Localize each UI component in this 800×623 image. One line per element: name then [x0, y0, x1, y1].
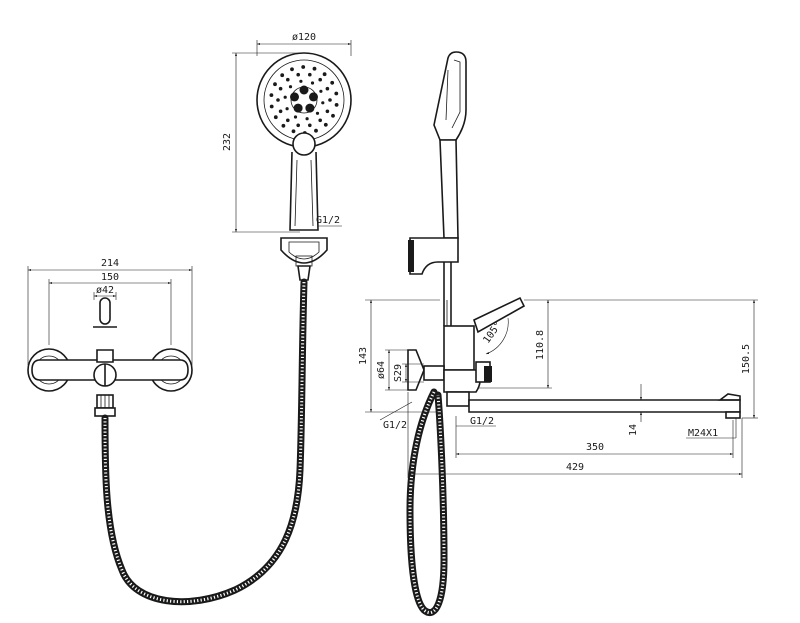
nozzle-dot [276, 98, 280, 102]
nozzle-dot [273, 115, 278, 120]
nozzle-dot [323, 122, 328, 127]
nozzle-dot [319, 89, 323, 93]
nozzle-dot [318, 118, 323, 123]
nozzle-dot [286, 118, 290, 123]
nozzle-dot [285, 107, 289, 111]
mixer-front-view: 214 150 ø42 [27, 258, 193, 417]
nozzle-dot [280, 73, 285, 78]
nozzle-dot [314, 128, 318, 133]
mixer-side-view: 143 ø64 S29 G1/2 G1/2 105° 110.8 150.5 [358, 51, 758, 616]
dim-thread-s29: S29 [393, 364, 404, 382]
nozzle-dot [299, 79, 303, 83]
nozzle-dot [308, 123, 312, 128]
nozzle-dot [269, 93, 274, 97]
spray-nozzles [269, 65, 339, 135]
dim-body-width: 214 [101, 258, 119, 269]
dim-height-143: 143 [358, 347, 369, 365]
nozzle-dot [334, 103, 339, 107]
nozzle-dot [301, 65, 306, 69]
nozzle-dot [331, 113, 335, 118]
mode-selector [292, 132, 316, 156]
nozzle-dot [308, 72, 312, 77]
nozzle-dot [283, 95, 287, 99]
side-holder [409, 237, 459, 275]
nozzle-dot [325, 86, 330, 91]
dim-inlet-thread-left: G1/2 [383, 420, 407, 431]
side-flange [407, 349, 425, 391]
side-mixer-body [443, 325, 475, 371]
side-shower-handle [439, 139, 459, 239]
dim-inlet-thread-right: G1/2 [470, 416, 494, 427]
dim-shower-length: 232 [222, 133, 233, 151]
side-lever [473, 296, 526, 334]
nozzle-dot [286, 77, 290, 82]
dim-head-diameter: ø120 [292, 32, 316, 43]
dim-holder-thread: G1/2 [316, 215, 340, 226]
nozzle-dot [310, 81, 315, 85]
spout [468, 399, 741, 413]
nozzle-dot [325, 109, 330, 114]
nozzle-dot [273, 82, 277, 87]
nozzle-dot [328, 98, 332, 102]
side-diverter [443, 369, 481, 393]
dim-spout-offset: 14 [628, 424, 639, 436]
side-shower-head [433, 51, 467, 141]
nozzle-dot [293, 115, 298, 119]
nozzle-dot [296, 72, 301, 77]
nozzle-dot [330, 80, 335, 85]
nozzle-dot [322, 72, 327, 77]
shower-handle [289, 151, 319, 231]
nozzle-dot [305, 117, 309, 121]
nozzle-dot [321, 101, 325, 105]
nozzle-dot [281, 123, 286, 128]
nozzle-dot [312, 66, 317, 71]
dim-height-150: 150.5 [741, 344, 752, 374]
shower-holder [280, 237, 328, 264]
nozzle-dot [318, 77, 323, 82]
dim-nozzle-thread: M24X1 [688, 428, 718, 439]
spout-aerator [725, 411, 741, 419]
dim-spout-reach: 350 [586, 442, 604, 453]
center-cluster [290, 85, 318, 113]
nozzle-dot [288, 85, 293, 89]
shower-hose [101, 278, 308, 606]
nozzle-dot [315, 111, 320, 115]
dim-base-diameter: ø64 [376, 361, 387, 379]
nozzle-dot [290, 67, 294, 72]
nozzle-dot [296, 123, 301, 128]
dim-handle-diameter: ø42 [96, 285, 114, 296]
nozzle-dot [269, 104, 274, 109]
lever-handle [99, 297, 111, 325]
dim-centers: 150 [101, 272, 119, 283]
hand-shower: ø120 232 G1/2 [222, 32, 352, 281]
dim-total-reach: 429 [566, 462, 584, 473]
dim-height-110: 110.8 [535, 330, 546, 360]
nozzle-dot [278, 109, 283, 114]
nozzle-dot [291, 129, 296, 134]
nozzle-dot [334, 91, 339, 96]
nozzle-dot [278, 86, 283, 91]
